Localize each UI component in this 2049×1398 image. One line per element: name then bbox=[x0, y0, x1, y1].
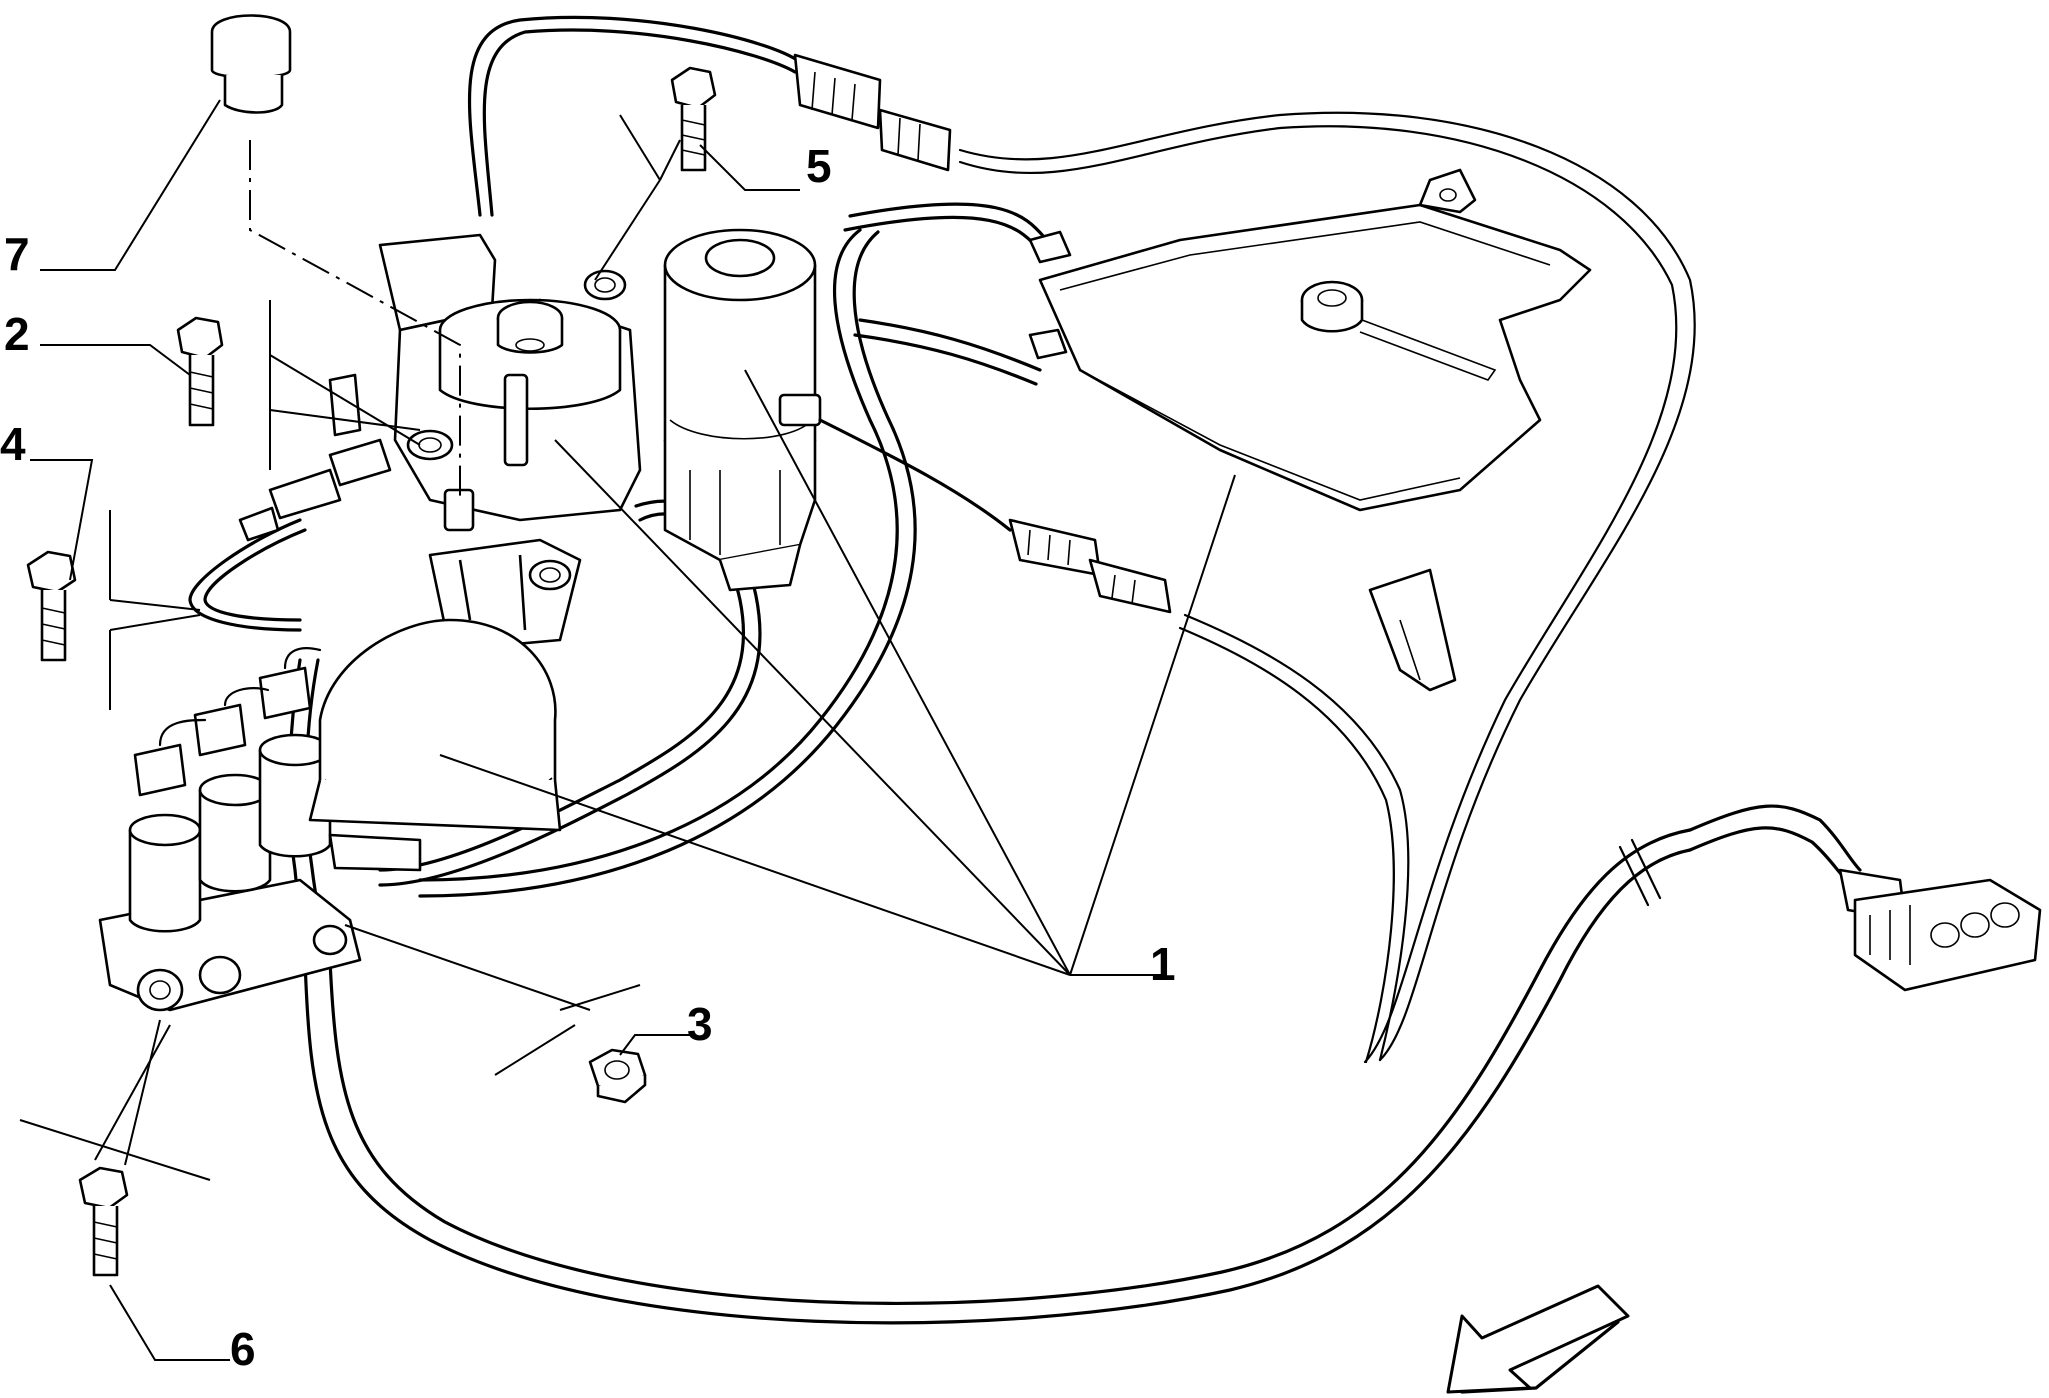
fluid-reservoir bbox=[1028, 168, 1592, 692]
callout-3: 3 bbox=[687, 998, 713, 1050]
top-connector bbox=[793, 53, 952, 172]
bolt-part-6 bbox=[78, 1166, 129, 1277]
callout-4: 4 bbox=[0, 418, 26, 470]
callout-1: 1 bbox=[1150, 938, 1176, 990]
bolt-part-5 bbox=[670, 66, 717, 172]
direction-arrow bbox=[1446, 1284, 1630, 1394]
solenoid-valve-block bbox=[98, 647, 362, 1012]
leader-lines bbox=[19, 99, 1236, 1361]
callout-5: 5 bbox=[806, 140, 832, 192]
hydraulic-pump-assembly bbox=[238, 233, 642, 652]
bolt-part-2 bbox=[176, 316, 224, 427]
callout-6: 6 bbox=[230, 1323, 256, 1375]
electric-motor bbox=[663, 228, 1172, 614]
callout-7: 7 bbox=[4, 228, 30, 280]
harness-end-connector bbox=[1838, 868, 2042, 992]
bolt-part-4 bbox=[26, 550, 77, 662]
assembly-axis-lines bbox=[249, 140, 461, 500]
cap-part-7 bbox=[210, 14, 292, 114]
accumulator-dome bbox=[308, 618, 562, 872]
nut-part-3 bbox=[588, 1048, 647, 1104]
callout-2: 2 bbox=[4, 308, 30, 360]
callout-labels: 1 2 3 4 5 6 7 bbox=[0, 140, 1176, 1375]
